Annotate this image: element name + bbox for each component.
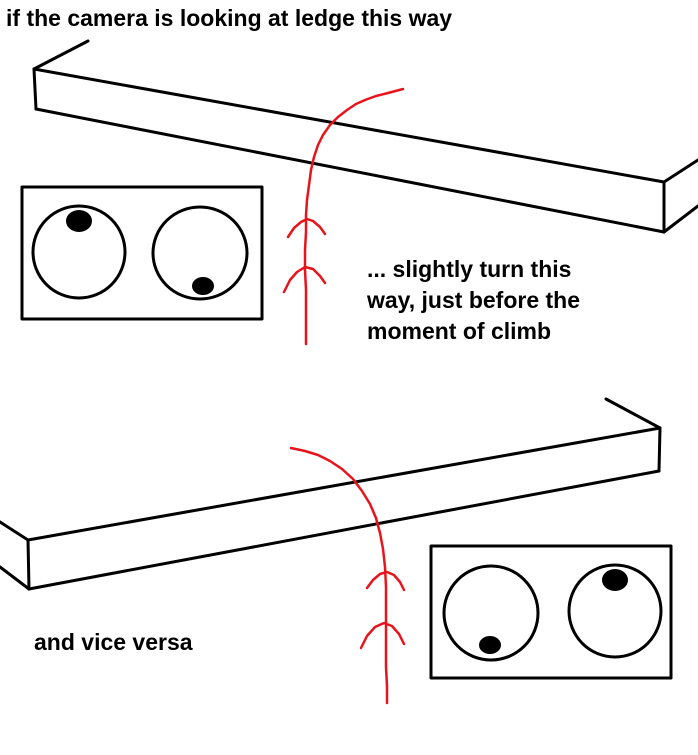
turn-arrow-top-head-1 xyxy=(286,217,327,239)
pupil-right-top xyxy=(192,277,214,295)
ledge-bottom-left-back-low xyxy=(0,565,31,591)
eyes-panel-top-frame xyxy=(20,185,264,321)
turn-arrow-top-shaft xyxy=(303,87,405,346)
turn-arrow-top xyxy=(282,87,405,346)
caption-middle-line-2: way, just before the xyxy=(367,287,581,313)
pupil-right-bottom xyxy=(602,569,628,591)
ledge-top xyxy=(32,39,698,234)
turn-arrow-bottom-shaft xyxy=(289,446,389,705)
ledge-bottom xyxy=(0,397,662,591)
pupil-left-bottom xyxy=(479,636,501,654)
ledge-bottom-surface xyxy=(26,426,662,542)
caption-top: if the camera is looking at ledge this w… xyxy=(6,5,453,31)
eye-right-top xyxy=(151,205,249,301)
caption-bottom: and vice versa xyxy=(34,629,193,655)
turn-arrow-bottom xyxy=(289,446,406,705)
caption-middle-line-3: moment of climb xyxy=(367,318,552,344)
eye-left-bottom xyxy=(442,564,540,662)
ledge-bottom-left-side xyxy=(26,538,31,591)
ledge-bottom-front-top xyxy=(657,426,662,473)
caption-middle: ... slightly turn this way, just before … xyxy=(367,254,580,347)
ledge-bottom-left-back xyxy=(0,520,30,542)
caption-middle-line-1: ... slightly turn this xyxy=(367,256,572,282)
ledge-top-edge xyxy=(32,39,90,71)
ledge-bottom-front-bottom xyxy=(27,469,661,591)
ledge-top-surface xyxy=(32,67,666,184)
eyes-panel-bottom-frame xyxy=(429,544,673,680)
ledge-top-right-back xyxy=(662,158,698,184)
turn-arrow-bottom-head-2 xyxy=(359,621,406,650)
turn-arrow-bottom-head-1 xyxy=(365,570,406,592)
ledge-top-front-bottom xyxy=(34,107,666,234)
ledge-top-right-back-low xyxy=(662,204,698,234)
ledge-top-front-top xyxy=(32,67,38,111)
eyes-panel-top xyxy=(20,185,264,321)
pupil-left-top xyxy=(66,210,92,232)
eyes-panel-bottom xyxy=(429,544,673,680)
turn-arrow-top-head-2 xyxy=(282,265,327,294)
eye-left-top xyxy=(31,204,127,300)
ledge-bottom-edge xyxy=(604,397,662,430)
eye-right-bottom xyxy=(567,563,663,659)
